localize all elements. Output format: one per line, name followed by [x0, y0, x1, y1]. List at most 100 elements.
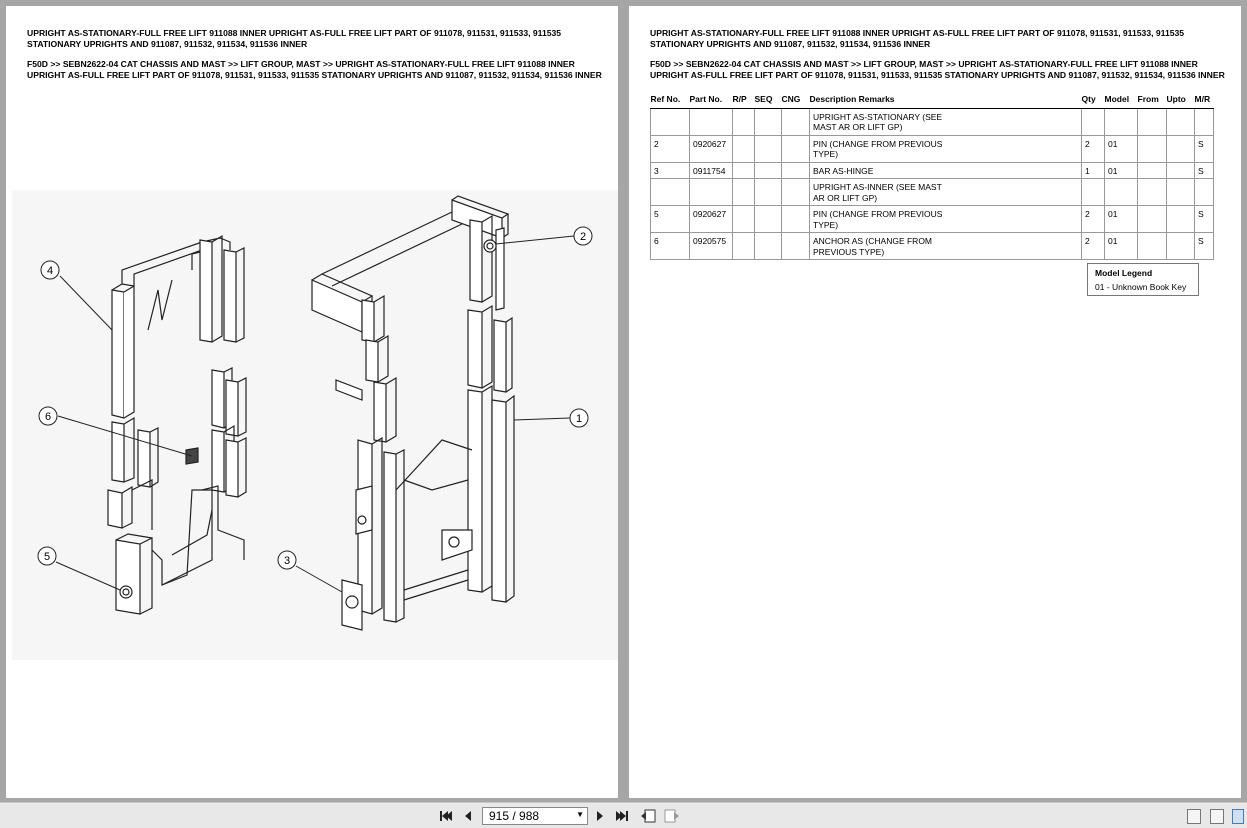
cell-description: UPRIGHT AS-STATIONARY (SEE MAST AR OR LI… — [809, 107, 1082, 136]
cell-model — [1104, 107, 1138, 136]
single-page-view-button[interactable] — [1187, 809, 1201, 824]
callout-1: 1 — [576, 413, 582, 425]
cell-from — [1137, 161, 1167, 179]
continuous-view-button[interactable] — [1210, 809, 1224, 824]
callout-5: 5 — [44, 551, 50, 563]
cell-description: ANCHOR AS (CHANGE FROM PREVIOUS TYPE) — [809, 232, 1082, 260]
previous-page-icon — [465, 811, 471, 821]
cell-from — [1137, 134, 1167, 163]
cell-model: 01 — [1104, 205, 1138, 233]
cell-upto — [1166, 107, 1195, 136]
cell-model — [1104, 178, 1138, 206]
cell-description: UPRIGHT AS-INNER (SEE MAST AR OR LIFT GP… — [809, 178, 1082, 206]
col-part-no: Part No. — [689, 91, 733, 109]
previous-page-button[interactable] — [460, 808, 476, 824]
stationary-upright-drawing — [311, 195, 515, 631]
cell-model: 01 — [1104, 134, 1138, 163]
breadcrumb: F50D >> SEBN2622-04 CAT CHASSIS AND MAST… — [650, 59, 1225, 80]
facing-pages-view-button[interactable] — [1232, 809, 1244, 824]
cell-upto — [1166, 232, 1195, 260]
cell-qty — [1081, 178, 1105, 206]
last-page-button[interactable] — [614, 808, 630, 824]
cell-seq — [754, 134, 782, 163]
col-qty: Qty — [1081, 91, 1105, 109]
back-view-button[interactable] — [640, 808, 656, 824]
col-cng: CNG — [781, 91, 810, 109]
parts-table: Ref No. Part No. R/P SEQ CNG Description… — [650, 91, 1214, 260]
cell-mr — [1194, 178, 1214, 206]
cell-rp — [732, 107, 755, 136]
cell-description: PIN (CHANGE FROM PREVIOUS TYPE) — [809, 134, 1082, 163]
cell-qty — [1081, 107, 1105, 136]
col-upto: Upto — [1166, 91, 1195, 109]
last-page-icon — [616, 811, 628, 821]
left-page: UPRIGHT AS-STATIONARY-FULL FREE LIFT 911… — [6, 6, 618, 798]
table-row: UPRIGHT AS-INNER (SEE MAST AR OR LIFT GP… — [650, 178, 1214, 206]
model-legend-entry: 01 - Unknown Book Key — [1095, 282, 1187, 292]
right-page: UPRIGHT AS-STATIONARY-FULL FREE LIFT 911… — [629, 6, 1241, 798]
cell-ref: 2 — [650, 134, 690, 163]
cell-ref: 3 — [650, 161, 690, 179]
table-row: 2 0920627 PIN (CHANGE FROM PREVIOUS TYPE… — [650, 134, 1214, 163]
model-legend-title: Model Legend — [1095, 268, 1153, 278]
bottom-toolbar: 915 / 988 ▼ — [0, 802, 1247, 828]
next-page-button[interactable] — [592, 808, 608, 824]
cell-rp — [732, 161, 755, 179]
next-page-icon — [597, 811, 603, 821]
cell-description: PIN (CHANGE FROM PREVIOUS TYPE) — [809, 205, 1082, 233]
page-number-input[interactable]: 915 / 988 ▼ — [482, 807, 588, 825]
cell-cng — [781, 205, 810, 233]
cell-part: 0911754 — [689, 161, 733, 179]
cell-cng — [781, 178, 810, 206]
cell-seq — [754, 178, 782, 206]
cell-from — [1137, 178, 1167, 206]
cell-rp — [732, 232, 755, 260]
cell-ref — [650, 107, 690, 136]
page-dropdown-icon[interactable]: ▼ — [576, 810, 584, 819]
callout-6: 6 — [45, 411, 51, 423]
first-page-button[interactable] — [438, 808, 454, 824]
cell-rp — [732, 134, 755, 163]
col-seq: SEQ — [754, 91, 782, 109]
cell-rp — [732, 178, 755, 206]
model-legend: Model Legend 01 - Unknown Book Key — [1087, 263, 1199, 296]
col-mr: M/R — [1194, 91, 1214, 109]
forward-view-icon — [664, 809, 679, 823]
cell-part — [689, 178, 733, 206]
cell-cng — [781, 107, 810, 136]
cell-qty: 2 — [1081, 205, 1105, 233]
cell-model: 01 — [1104, 232, 1138, 260]
inner-upright-drawing — [107, 234, 247, 615]
page-indicator: 915 / 988 — [489, 809, 540, 823]
cell-qty: 1 — [1081, 161, 1105, 179]
cell-seq — [754, 161, 782, 179]
table-row: UPRIGHT AS-STATIONARY (SEE MAST AR OR LI… — [650, 107, 1214, 136]
cell-part: 0920627 — [689, 205, 733, 233]
parts-diagram: 4 6 5 3 1 2 — [12, 190, 618, 660]
cell-cng — [781, 134, 810, 163]
cell-from — [1137, 107, 1167, 136]
callout-3: 3 — [284, 555, 290, 567]
table-row: 5 0920627 PIN (CHANGE FROM PREVIOUS TYPE… — [650, 205, 1214, 233]
cell-cng — [781, 161, 810, 179]
cell-mr: S — [1194, 205, 1214, 233]
cell-rp — [732, 205, 755, 233]
col-description: Description Remarks — [809, 91, 1082, 109]
cell-description: BAR AS-HINGE — [809, 161, 1082, 179]
back-view-icon — [641, 809, 656, 823]
page-title: UPRIGHT AS-STATIONARY-FULL FREE LIFT 911… — [650, 28, 1185, 49]
callout-4: 4 — [47, 265, 53, 277]
table-row: 6 0920575 ANCHOR AS (CHANGE FROM PREVIOU… — [650, 232, 1214, 260]
callout-2: 2 — [580, 231, 586, 243]
cell-cng — [781, 232, 810, 260]
cell-seq — [754, 205, 782, 233]
cell-mr — [1194, 107, 1214, 136]
table-header-row: Ref No. Part No. R/P SEQ CNG Description… — [650, 91, 1214, 109]
cell-seq — [754, 107, 782, 136]
forward-view-button[interactable] — [664, 808, 680, 824]
cell-mr: S — [1194, 161, 1214, 179]
cell-from — [1137, 205, 1167, 233]
breadcrumb: F50D >> SEBN2622-04 CAT CHASSIS AND MAST… — [27, 59, 602, 80]
cell-seq — [754, 232, 782, 260]
cell-mr: S — [1194, 134, 1214, 163]
